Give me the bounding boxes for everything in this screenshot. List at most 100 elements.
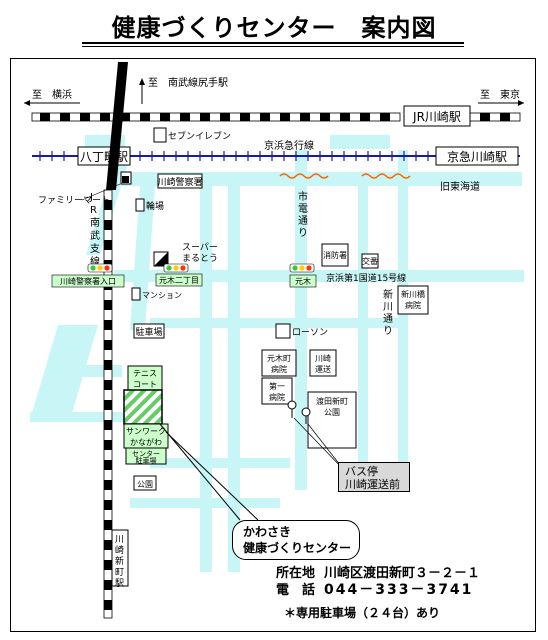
police-box (157, 173, 203, 189)
title-underline (82, 42, 464, 44)
road-horizontal (150, 458, 290, 468)
arrow-west-head (24, 100, 30, 106)
kawasaki-unso-box (309, 349, 337, 377)
supermarket-label-2: まるとう (182, 253, 218, 264)
kawasaki-shinmachi-vertical-label: 川崎新町駅 (115, 535, 124, 589)
center-parking-label-2: 駐車場 (136, 456, 157, 465)
seven-eleven-label: セブンイレブン (168, 130, 231, 142)
map-frame (10, 58, 536, 632)
sunwork-label-2: かながわ (130, 437, 162, 447)
road-route15 (114, 270, 524, 282)
hatchonawate-label: 八丁畷駅 (80, 150, 128, 164)
health-center-building (123, 389, 163, 425)
road-shinkawa-dori (398, 150, 408, 490)
park-label: 公園 (137, 480, 153, 489)
to-yokohama-label: 至 横浜 (32, 88, 72, 101)
watarida-label-1: 渡田新町 (316, 396, 348, 406)
page-title: 健康づくりセンター 案内図 (111, 14, 437, 42)
road-horizontal (130, 498, 280, 508)
shiden-dori-vertical-label: 市電通り (298, 190, 308, 239)
traffic-light-motoki2 (163, 263, 189, 273)
bus-stop-label: バス停 (345, 465, 378, 478)
old-tokaido-label: 旧東海道 (440, 180, 480, 193)
road-vertical (228, 172, 240, 572)
motokicho-hospital-box (261, 349, 297, 377)
koban-box (361, 253, 379, 269)
tennis-label-1: テニス (133, 369, 157, 378)
bus-stop-name-label: 川崎運送前 (345, 478, 400, 491)
svg-text:川崎新町駅: 川崎新町駅 (115, 535, 124, 589)
jr-tokaido-line (31, 112, 401, 122)
keikyu-kawasaki-label: 京急川崎駅 (447, 149, 507, 164)
lawson-box (275, 323, 291, 339)
address-label: 所在地 (276, 566, 316, 581)
to-shitte-label: 至 南武線尻手駅 (148, 76, 228, 89)
familymart-marker (122, 176, 129, 183)
familymart-label: ファミリーマート (38, 196, 110, 206)
shinkawabashi-hospital-box (397, 285, 429, 315)
motokicho-label-1: 元木町 (267, 353, 291, 363)
motoki2-label: 元木二丁目 (159, 275, 199, 285)
jr-tokaido-line-east (469, 112, 521, 122)
park-box (133, 475, 157, 491)
motokicho-label-2: 病院 (271, 364, 287, 374)
kawasaki-police-label: 川崎警察署 (157, 176, 202, 188)
jr-nambu-line (103, 189, 113, 619)
kawasaki-unso-label-1: 川崎 (315, 353, 331, 363)
callout-leader (165, 431, 259, 521)
address-block: 所在地川崎区渡田新町３－２－１ 電 話 044－333－3741 (276, 566, 480, 599)
fire-station-label: 消防署 (323, 250, 347, 260)
watarida-park-box (307, 391, 357, 449)
bus-stop-leader (293, 417, 345, 471)
road-horizontal (150, 318, 400, 328)
callout-line-1: かわさき (243, 525, 292, 539)
familymart-leader (81, 183, 121, 201)
seven-eleven-box (153, 127, 167, 143)
wavy-mark (361, 173, 411, 179)
koban-label: 交番 (362, 256, 378, 266)
police-entrance-label: 川崎警察署入口 (60, 276, 116, 286)
police-entrance-tag (51, 274, 125, 288)
parking-note: ＊専用駐車場（２４台）あり (284, 606, 441, 620)
keikyu-line-label: 京浜急行線 (264, 139, 314, 152)
shinkawabashi-label-2: 病院 (405, 300, 421, 310)
keikyu-kawasaki-station (435, 146, 519, 166)
parking-lot-box (133, 323, 165, 339)
health-center-callout: かわさき 健康づくりセンター (232, 520, 360, 560)
callout-leader (159, 423, 241, 521)
watarida-label-2: 公園 (324, 408, 340, 417)
road-vertical (358, 186, 368, 486)
road-segment (330, 135, 390, 149)
kawasaki-unso-label-2: 運送 (315, 364, 331, 374)
phone-value: 044－333－3741 (324, 582, 474, 598)
arrow-east-head (518, 100, 524, 106)
center-parking-label-1: センター (132, 449, 160, 458)
kawasaki-shinmachi-station (111, 529, 129, 587)
shinkawabashi-label-1: 新川橋 (401, 289, 425, 299)
bus-stop-marker (287, 400, 297, 410)
road-diagonal (30, 325, 98, 420)
route15-label: 京浜第1国道15号線 (326, 272, 406, 284)
arrow-north-head (139, 78, 145, 85)
motoki2-tag (155, 273, 203, 287)
jr-kawasaki-label: JR川崎駅 (412, 110, 461, 124)
sunwork-label-1: サンワーク (126, 427, 166, 436)
road-vertical (200, 172, 212, 572)
traffic-light-police-entrance (87, 263, 113, 273)
title-underline-thin (82, 46, 464, 47)
bus-stop-marker (301, 407, 311, 417)
road-old-tokaido (120, 172, 522, 186)
svg-text:市電通り: 市電通り (298, 190, 308, 239)
jr-kawasaki-station (403, 105, 471, 127)
motoki-tag (289, 274, 317, 288)
phone-label: 電 話 (276, 583, 316, 598)
address-value: 川崎区渡田新町３－２－１ (324, 566, 481, 581)
bike-parking-label: 輪場 (146, 200, 164, 212)
center-parking-box (125, 447, 167, 465)
mansion-label: マンション (142, 291, 182, 300)
to-tokyo-label: 至 東京 (480, 88, 520, 101)
wavy-mark (279, 173, 329, 179)
